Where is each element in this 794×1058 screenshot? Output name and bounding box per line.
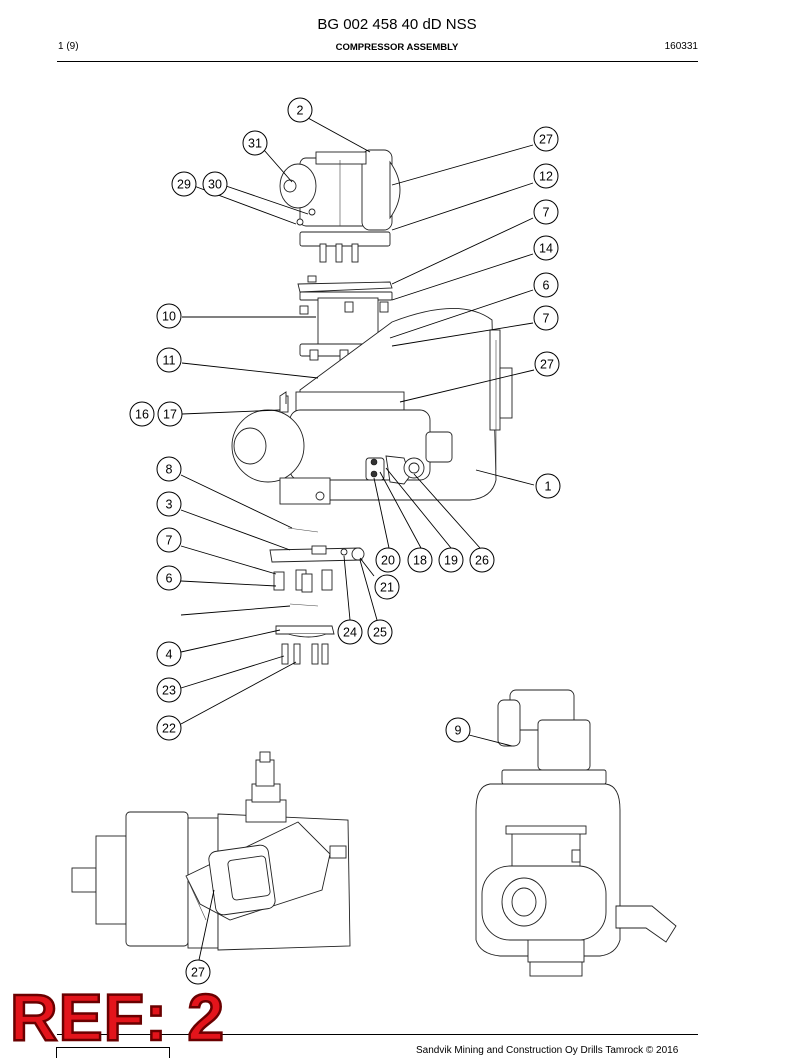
callout-11: 11 xyxy=(156,347,182,373)
svg-text:11: 11 xyxy=(163,354,176,368)
callout-4: 4 xyxy=(156,641,182,667)
svg-text:14: 14 xyxy=(539,242,553,256)
callout-3: 3 xyxy=(156,491,182,517)
copyright-text: Sandvik Mining and Construction Oy Drill… xyxy=(416,1045,679,1056)
callout-26: 26 xyxy=(469,547,495,573)
svg-text:6: 6 xyxy=(166,572,173,586)
callout-20: 20 xyxy=(375,547,401,573)
svg-text:30: 30 xyxy=(208,178,222,192)
footer-divider xyxy=(57,1034,698,1035)
svg-text:22: 22 xyxy=(162,722,176,736)
svg-text:24: 24 xyxy=(343,626,357,640)
callout-18: 18 xyxy=(407,547,433,573)
svg-text:19: 19 xyxy=(444,554,458,568)
callout-8: 8 xyxy=(156,456,182,482)
svg-text:6: 6 xyxy=(543,279,550,293)
ref-stamp: REF: 2 xyxy=(9,980,226,1054)
callout-17: 17 xyxy=(157,401,183,427)
callout-27: 27 xyxy=(534,351,560,377)
flange-23 xyxy=(275,625,335,638)
callout-25: 25 xyxy=(367,619,393,645)
callout-7: 7 xyxy=(533,199,559,225)
base-plate-3 xyxy=(269,545,363,563)
callout-6: 6 xyxy=(156,565,182,591)
side-view-left xyxy=(71,751,351,951)
bolts-9-22 xyxy=(281,643,329,665)
svg-text:31: 31 xyxy=(248,137,262,151)
callout-14: 14 xyxy=(533,235,559,261)
callout-31: 31 xyxy=(242,130,268,156)
bushings-6-7 xyxy=(273,569,333,593)
header-divider xyxy=(57,61,698,62)
callout-12: 12 xyxy=(533,163,559,189)
side-fittings xyxy=(365,455,425,485)
callout-23: 23 xyxy=(156,677,182,703)
callout-9: 9 xyxy=(445,717,471,743)
date-code: 160331 xyxy=(664,41,698,52)
callout-7: 7 xyxy=(156,527,182,553)
leader-lines xyxy=(180,117,535,961)
document-number: BG 002 458 40 dD NSS xyxy=(317,16,477,33)
front-view-right xyxy=(475,689,677,977)
callout-29: 29 xyxy=(171,171,197,197)
svg-text:7: 7 xyxy=(543,206,550,220)
svg-text:27: 27 xyxy=(539,133,553,147)
callout-1: 1 xyxy=(535,473,561,499)
nipple-4 xyxy=(340,547,365,561)
svg-text:26: 26 xyxy=(475,554,489,568)
svg-text:25: 25 xyxy=(373,626,387,640)
page-indicator: 1 (9) xyxy=(58,41,79,52)
callout-24: 24 xyxy=(337,619,363,645)
svg-text:2: 2 xyxy=(297,104,304,118)
svg-text:21: 21 xyxy=(380,581,394,595)
svg-text:9: 9 xyxy=(455,724,462,738)
motor-head-assembly xyxy=(279,149,401,263)
svg-text:12: 12 xyxy=(539,170,553,184)
compressor-body xyxy=(231,308,513,505)
svg-text:3: 3 xyxy=(166,498,173,512)
callout-16: 16 xyxy=(129,401,155,427)
svg-text:29: 29 xyxy=(177,178,191,192)
svg-text:18: 18 xyxy=(413,554,427,568)
callout-27: 27 xyxy=(533,126,559,152)
svg-text:4: 4 xyxy=(166,648,173,662)
svg-text:1: 1 xyxy=(545,480,552,494)
svg-text:7: 7 xyxy=(166,534,173,548)
svg-text:7: 7 xyxy=(543,312,550,326)
callout-7: 7 xyxy=(533,305,559,331)
svg-text:8: 8 xyxy=(166,463,173,477)
callout-10: 10 xyxy=(156,303,182,329)
callout-30: 30 xyxy=(202,171,228,197)
svg-text:27: 27 xyxy=(540,358,554,372)
svg-text:16: 16 xyxy=(135,408,149,422)
svg-text:10: 10 xyxy=(162,310,176,324)
svg-text:23: 23 xyxy=(162,684,176,698)
callout-27: 27 xyxy=(185,959,211,985)
callout-2: 2 xyxy=(287,97,313,123)
callout-21: 21 xyxy=(374,574,400,600)
callout-22: 22 xyxy=(156,715,182,741)
svg-text:17: 17 xyxy=(163,408,177,422)
svg-text:27: 27 xyxy=(191,966,205,980)
document-title: COMPRESSOR ASSEMBLY xyxy=(335,42,459,53)
gasket-plate xyxy=(297,275,393,293)
callout-6: 6 xyxy=(533,272,559,298)
callout-19: 19 xyxy=(438,547,464,573)
svg-text:20: 20 xyxy=(381,554,395,568)
